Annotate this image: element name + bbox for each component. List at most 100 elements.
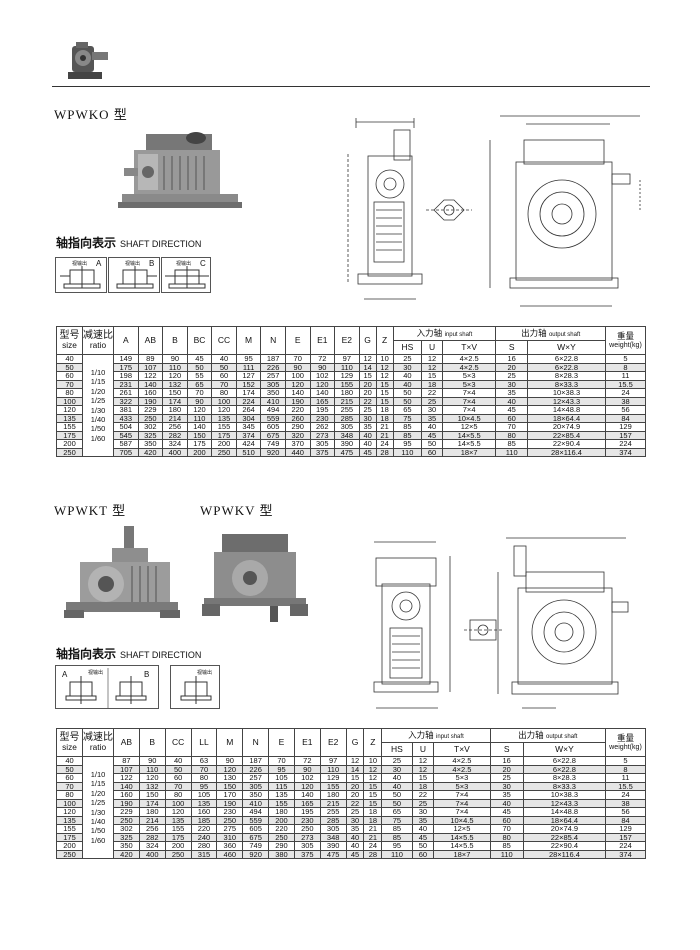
table-cell: 195 bbox=[309, 405, 336, 415]
table-cell: 28×116.4 bbox=[526, 447, 607, 457]
table-cell: 400 bbox=[162, 447, 188, 457]
table-cell: 65 bbox=[381, 807, 413, 817]
size-header-en: size bbox=[62, 741, 77, 752]
col-header: E2 bbox=[334, 326, 360, 355]
sub-header: U bbox=[411, 742, 435, 757]
table-cell: 45 bbox=[186, 354, 213, 364]
wpwkt-front-view-drawing bbox=[373, 541, 451, 709]
table-cell: 195 bbox=[293, 807, 321, 817]
table-cell: 494 bbox=[260, 405, 286, 415]
sub-header: T×V bbox=[433, 742, 491, 757]
input-shaft-en: input shaft bbox=[436, 734, 464, 740]
ratio-header-cn: 减速比 bbox=[83, 329, 113, 341]
table-cell: 6×22.8 bbox=[526, 354, 607, 364]
table-cell: 10×38.3 bbox=[522, 790, 607, 800]
table-cell: 150 bbox=[162, 388, 188, 398]
table-cell: 30 bbox=[421, 405, 443, 415]
header-rule bbox=[52, 86, 650, 87]
table-cell: 510 bbox=[235, 447, 262, 457]
table-cell: 110 bbox=[392, 447, 423, 457]
table-cell: 494 bbox=[242, 807, 270, 817]
table-cell: 170 bbox=[216, 790, 244, 800]
table-cell: 160 bbox=[190, 807, 218, 817]
table-cell: 89 bbox=[137, 354, 164, 364]
table-cell: 920 bbox=[260, 447, 286, 457]
ratio-cell: 1/10 1/15 1/20 1/25 1/30 1/40 1/50 1/60 bbox=[82, 354, 114, 457]
direction-box-b: B 视输出 bbox=[108, 257, 160, 293]
col-header: G bbox=[345, 728, 365, 757]
table-cell: 100 bbox=[284, 371, 311, 381]
table-cell: 7×4 bbox=[433, 790, 491, 800]
table-cell: 180 bbox=[268, 807, 295, 817]
table-cell: 324 bbox=[162, 439, 188, 449]
table-cell: 14×48.8 bbox=[526, 405, 607, 415]
table-cell: 250 bbox=[56, 447, 83, 457]
table-cell: 155 bbox=[56, 422, 83, 432]
table-cell: 160 bbox=[137, 388, 164, 398]
table-cell: 20 bbox=[358, 388, 377, 398]
table-cell: 174 bbox=[235, 388, 262, 398]
table-cell: 110 bbox=[495, 447, 528, 457]
col-header: CC bbox=[164, 728, 192, 757]
table-cell: 28 bbox=[375, 447, 394, 457]
table-cell: 85 bbox=[381, 824, 413, 834]
col-header: M bbox=[216, 728, 244, 757]
table-cell: 120 bbox=[211, 405, 237, 415]
table-cell: 129 bbox=[319, 773, 347, 783]
table-cell: 25 bbox=[345, 807, 365, 817]
table-cell: 345 bbox=[235, 422, 262, 432]
section2-title-left: WPWKT 型 bbox=[54, 503, 127, 518]
table-cell: 305 bbox=[319, 824, 347, 834]
table-cell: 40 bbox=[56, 354, 83, 364]
section2-title-right: WPWKV 型 bbox=[200, 503, 274, 518]
table-cell: 187 bbox=[242, 756, 270, 766]
table-cell: 120 bbox=[162, 371, 188, 381]
table-cell: 175 bbox=[186, 439, 213, 449]
table-cell: 15 bbox=[345, 773, 365, 783]
table-cell: 7×4 bbox=[433, 807, 491, 817]
table-cell: 21 bbox=[363, 824, 383, 834]
table-cell: 12 bbox=[345, 756, 365, 766]
table-cell: 250 bbox=[211, 447, 237, 457]
table-cell: 229 bbox=[113, 807, 140, 817]
table-cell: 80 bbox=[56, 790, 83, 800]
col-header: AB bbox=[113, 728, 140, 757]
table-cell: 12 bbox=[421, 354, 443, 364]
table-cell: 15 bbox=[363, 790, 383, 800]
weight-header-en: weight(kg) bbox=[609, 743, 642, 752]
shaft-direction-cn: 轴指向表示 bbox=[56, 647, 117, 661]
table-cell: 15 bbox=[411, 773, 435, 783]
table-cell: 129 bbox=[605, 824, 646, 834]
table-cell: 11 bbox=[605, 773, 646, 783]
table-cell: 10 bbox=[375, 354, 394, 364]
col-header: E2 bbox=[319, 728, 347, 757]
sub-header: W×Y bbox=[522, 742, 607, 757]
table-cell: 224 bbox=[605, 439, 646, 449]
shaft-direction-en: SHAFT DIRECTION bbox=[120, 239, 202, 249]
table-cell: 160 bbox=[113, 790, 140, 800]
table-cell: 40 bbox=[411, 824, 435, 834]
table-cell: 70 bbox=[186, 388, 213, 398]
table-cell: 381 bbox=[113, 405, 139, 415]
col-header: G bbox=[358, 326, 377, 355]
table-cell: 256 bbox=[162, 422, 188, 432]
table-cell: 129 bbox=[605, 422, 646, 432]
col-header: M bbox=[235, 326, 262, 355]
table-cell: 28×116.4 bbox=[522, 849, 607, 859]
table-cell: 315 bbox=[190, 849, 218, 859]
output-shaft-cn: 出力轴 bbox=[518, 730, 544, 740]
output-shaft-en: output shaft bbox=[548, 332, 581, 338]
table-cell: 5×3 bbox=[441, 371, 497, 381]
ratio-header-cn: 减速比 bbox=[83, 731, 113, 743]
table-cell: 40 bbox=[381, 773, 413, 783]
table-cell: 80 bbox=[164, 790, 192, 800]
direction-box-c: C 视输出 bbox=[161, 257, 211, 293]
wpwkt-side-view-drawing bbox=[497, 537, 629, 709]
table-cell: 120 bbox=[56, 405, 83, 415]
table-cell: 420 bbox=[113, 849, 140, 859]
